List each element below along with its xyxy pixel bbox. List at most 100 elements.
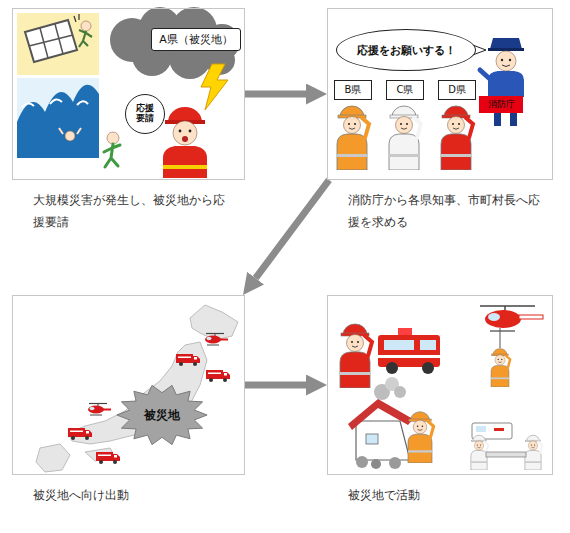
rescue-scene	[488, 313, 500, 321]
officer-figure	[480, 70, 491, 80]
running-person	[107, 132, 119, 144]
step-caption: 消防庁から各県知事、市町村長へ応援を求める	[348, 189, 548, 233]
firefighter-figure	[163, 107, 207, 178]
firefighter-figure	[173, 121, 197, 145]
collapse-scene	[29, 35, 73, 46]
vehicle-icons	[205, 334, 228, 346]
bubble: 応援要請	[125, 94, 165, 134]
running-person	[104, 132, 120, 167]
japan-map	[36, 305, 238, 472]
panel-frame: 大規模災害が発生し、被災地から応援要請A県（被災地）応援要請	[12, 8, 245, 180]
rescue-scene	[420, 340, 436, 350]
firefighter-group	[389, 106, 421, 170]
firefighter-figure	[163, 146, 207, 178]
rescue-scene	[378, 355, 440, 358]
collapse-scene	[81, 21, 91, 31]
officer-figure	[509, 59, 511, 61]
rescue-scene	[476, 426, 486, 432]
running-person	[104, 144, 120, 167]
firefighter-figure	[179, 130, 182, 133]
flow-arrow	[245, 382, 306, 389]
firefighter-group	[441, 106, 473, 170]
ellipse: 応援をお願いする！	[336, 29, 476, 71]
officer-figure	[488, 71, 524, 97]
vehicle-icons	[206, 370, 230, 382]
collapse-scene	[74, 14, 79, 22]
rescue-scene	[500, 328, 501, 348]
japan-map	[68, 342, 207, 444]
officer-figure	[502, 65, 510, 67]
burst-shape	[117, 385, 207, 444]
storm-cloud	[201, 64, 228, 110]
rescue-scene	[371, 459, 381, 469]
panel-frame: 被災地で活動	[327, 295, 553, 475]
flow-arrow	[245, 91, 306, 98]
panel-frame: 被災地へ向け出動被災地	[12, 295, 245, 475]
rescue-scene	[422, 362, 434, 374]
officer-figure	[494, 112, 501, 126]
firefighter-group	[337, 106, 473, 170]
japan-map	[190, 305, 238, 340]
vehicle-icons	[176, 354, 200, 366]
node-label: 消防庁	[488, 98, 515, 111]
officer-figure	[510, 112, 517, 126]
vehicle-icons	[68, 428, 92, 440]
node-label: 応援をお願いする！	[357, 43, 456, 58]
step-caption: 大規模災害が発生し、被災地から応援要請	[33, 189, 233, 233]
rescue-scene	[491, 349, 510, 387]
firefighter-figure	[163, 165, 207, 169]
node-label: C県	[397, 83, 414, 97]
firefighter-figure	[189, 130, 192, 133]
tsunami-scene	[65, 131, 75, 141]
rescue-scene	[356, 456, 368, 468]
rescue-scene	[485, 310, 521, 328]
collapse-scene	[17, 13, 99, 75]
rescue-scene	[519, 315, 543, 319]
step-caption: 被災地で活動	[348, 484, 548, 506]
rescue-scene	[384, 340, 414, 350]
label-box: A県（被災地）	[151, 28, 241, 51]
tsunami-scene	[17, 78, 99, 158]
pref: D県	[438, 80, 476, 100]
rescue-scene	[378, 335, 440, 367]
tsunami-scene	[59, 128, 81, 134]
rescue-scene	[486, 452, 526, 457]
vehicle-icons	[88, 404, 111, 416]
rescue-scene	[394, 386, 406, 398]
rescue-scene	[525, 435, 542, 470]
collapse-scene	[25, 20, 77, 62]
rescue-scene	[398, 328, 412, 335]
officer-figure	[480, 38, 524, 126]
node-label: A県（被災地）	[159, 32, 233, 47]
officer-figure	[488, 48, 524, 51]
rescue-scene	[356, 421, 410, 460]
node-label: B県	[345, 83, 362, 97]
pref: C県	[386, 80, 424, 100]
step-caption: 被災地へ向け出動	[33, 484, 233, 506]
node-label: 被災地	[144, 407, 180, 424]
officer-figure	[490, 38, 522, 49]
rescue-scene	[408, 412, 434, 463]
firefighter-figure	[182, 136, 188, 142]
officer-figure	[496, 51, 516, 71]
rescue-scene	[366, 434, 378, 444]
collapse-scene	[17, 13, 99, 75]
rescue-scene	[389, 457, 401, 469]
firefighter-figure	[168, 107, 202, 122]
rescue-scene	[340, 306, 543, 470]
rescue-scene	[494, 428, 504, 431]
rescue-scene	[340, 324, 372, 388]
pref: B県	[334, 80, 372, 100]
agency: 消防庁	[479, 96, 523, 113]
japan-map	[36, 444, 70, 472]
flow-arrow	[256, 180, 329, 278]
burst: 被災地	[116, 384, 208, 446]
node-label: 応援要請	[136, 104, 154, 124]
collapse-scene	[79, 30, 92, 47]
rescue-scene	[386, 362, 398, 374]
node-label: D県	[448, 83, 466, 97]
tsunami-scene	[17, 85, 99, 158]
